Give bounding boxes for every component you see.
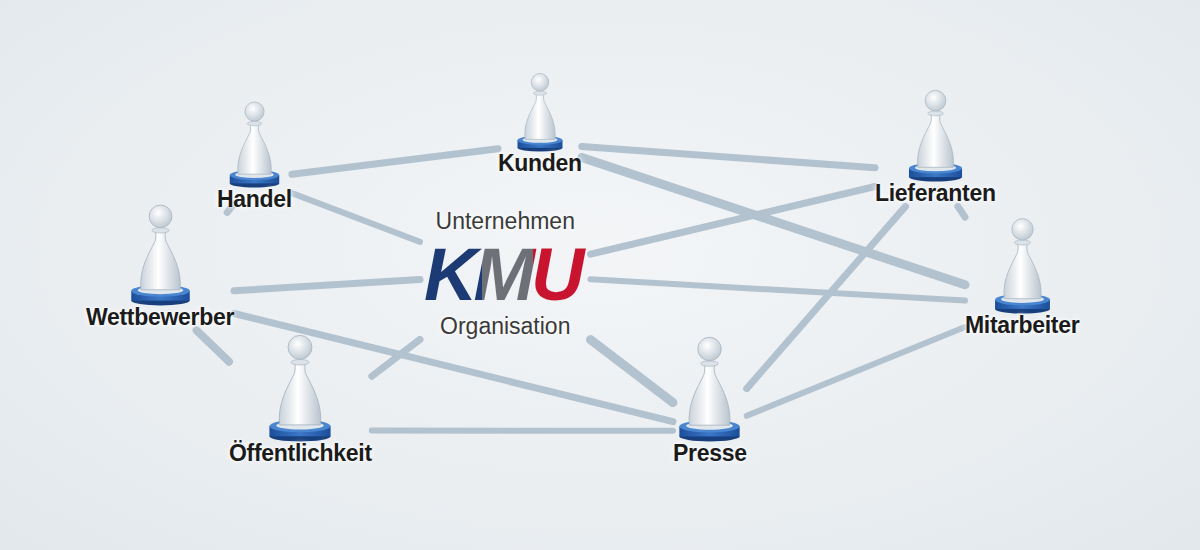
stakeholder-node: Wettbewerber (86, 198, 234, 330)
stakeholder-node: Handel (217, 96, 292, 212)
relation-line (234, 280, 420, 291)
relation-line (582, 147, 875, 168)
pawn-figure (676, 330, 743, 442)
relation-line (591, 187, 876, 255)
stakeholder-node: Presse (673, 330, 747, 466)
pawn-figure (266, 328, 334, 442)
pawn-figure (906, 84, 965, 182)
stakeholder-label: Handel (217, 186, 292, 212)
stakeholder-node: Mitarbeiter (965, 212, 1079, 338)
stakeholder-label: Kunden (498, 150, 582, 176)
pawn-figure (128, 198, 193, 306)
relation-line (582, 158, 965, 285)
relation-line (372, 428, 673, 434)
pawn-figure (515, 68, 565, 152)
pawn-figure (227, 96, 282, 188)
relation-line (591, 340, 674, 403)
stakeholder-label: Mitarbeiter (965, 312, 1079, 338)
stakeholder-label: Öffentlichkeit (229, 440, 372, 466)
hub-caption: Unternehmen (436, 208, 575, 236)
stakeholder-label: Lieferanten (875, 180, 996, 206)
relation-line (292, 149, 498, 174)
relation-line (292, 193, 420, 242)
relation-line (591, 279, 966, 300)
organisation-hub: UnternehmenKMUOrganisation (420, 208, 591, 341)
relation-line (958, 206, 965, 217)
stakeholder-node: Öffentlichkeit (229, 328, 372, 466)
stakeholder-label: Wettbewerber (86, 304, 234, 330)
stakeholder-node: Lieferanten (875, 84, 996, 206)
pawn-figure (992, 212, 1053, 314)
logo-text: KMU (420, 236, 591, 314)
stakeholder-node: Kunden (498, 68, 582, 176)
relation-line (197, 330, 229, 361)
stakeholder-label: Presse (673, 440, 747, 466)
hub-caption: Organisation (440, 313, 570, 341)
relation-line (747, 327, 965, 416)
